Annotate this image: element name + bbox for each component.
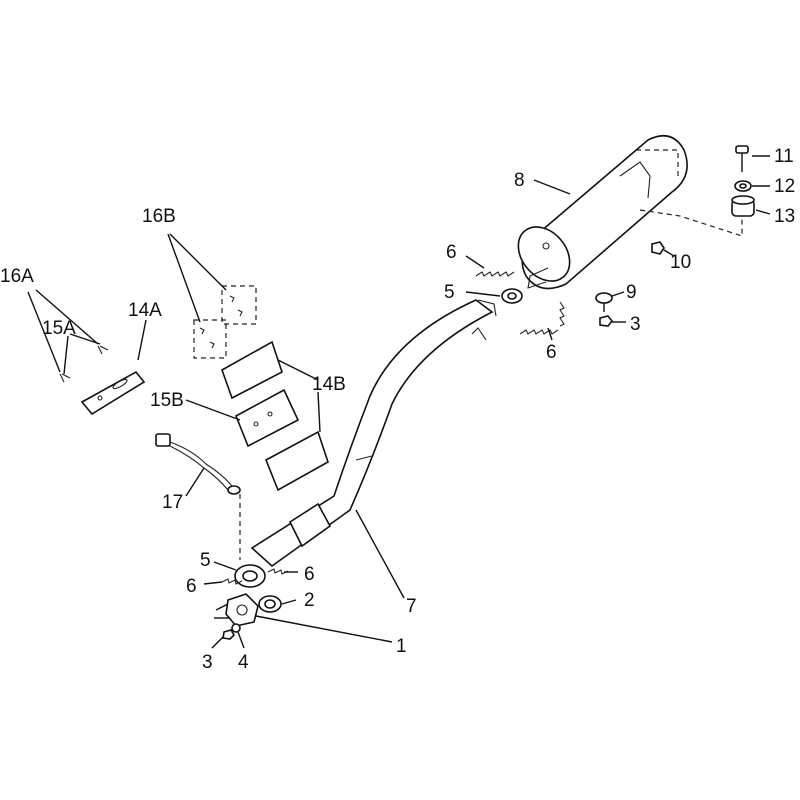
label-17: 17 <box>162 492 183 513</box>
bolt-9 <box>595 292 613 312</box>
muffler <box>517 134 688 290</box>
clip-box-16b-upper <box>221 285 257 325</box>
label-16b: 16B <box>142 206 176 227</box>
mount-dash-line <box>636 149 743 237</box>
label-8: 8 <box>514 170 525 191</box>
upper-gasket-5 <box>501 288 523 304</box>
lower-spring-6 <box>519 301 565 335</box>
clips-15a <box>59 345 109 383</box>
label-14b: 14B <box>312 374 346 395</box>
label-11: 11 <box>774 146 794 167</box>
nut-10 <box>651 241 665 255</box>
washer-12 <box>734 180 752 192</box>
label-6-right: 6 <box>546 342 557 363</box>
label-14a: 14A <box>128 300 162 321</box>
heat-shield-14b-upper <box>221 340 283 400</box>
upper-spring-6 <box>475 271 515 277</box>
flange-1 <box>225 593 259 627</box>
label-15b: 15B <box>150 390 184 411</box>
label-5-lower: 5 <box>200 550 211 571</box>
exhaust-pipe <box>250 299 497 568</box>
heat-shield-14a <box>80 370 146 416</box>
gasket-2 <box>258 595 282 613</box>
heat-shield-14b-lower <box>264 430 329 492</box>
label-4: 4 <box>238 652 249 673</box>
flange-springs-6 <box>221 568 289 585</box>
rubber-mount-13 <box>731 195 755 217</box>
nut-3-lower <box>222 629 236 640</box>
washer-4 <box>231 623 241 633</box>
flange-gasket-5 <box>234 564 266 588</box>
label-3-upper: 3 <box>630 314 641 335</box>
label-6-lower-right: 6 <box>304 564 315 585</box>
plate-15b <box>234 388 300 448</box>
label-2: 2 <box>304 590 315 611</box>
clip-box-16b-lower <box>193 319 227 359</box>
label-7: 7 <box>406 596 417 617</box>
label-5-upper: 5 <box>444 282 455 303</box>
label-10: 10 <box>670 252 691 273</box>
label-9: 9 <box>626 282 637 303</box>
stud-bolts <box>214 603 230 619</box>
label-16a: 16A <box>0 266 34 287</box>
label-13: 13 <box>774 206 795 227</box>
nut-3-upper <box>599 315 614 327</box>
bolt-11 <box>735 145 749 172</box>
label-6-upper: 6 <box>446 242 457 263</box>
label-1: 1 <box>396 636 407 657</box>
label-12: 12 <box>774 176 795 197</box>
label-3-lower: 3 <box>202 652 213 673</box>
leader-lines <box>27 155 771 649</box>
label-6-lower-left: 6 <box>186 576 197 597</box>
label-15a: 15A <box>42 318 76 339</box>
